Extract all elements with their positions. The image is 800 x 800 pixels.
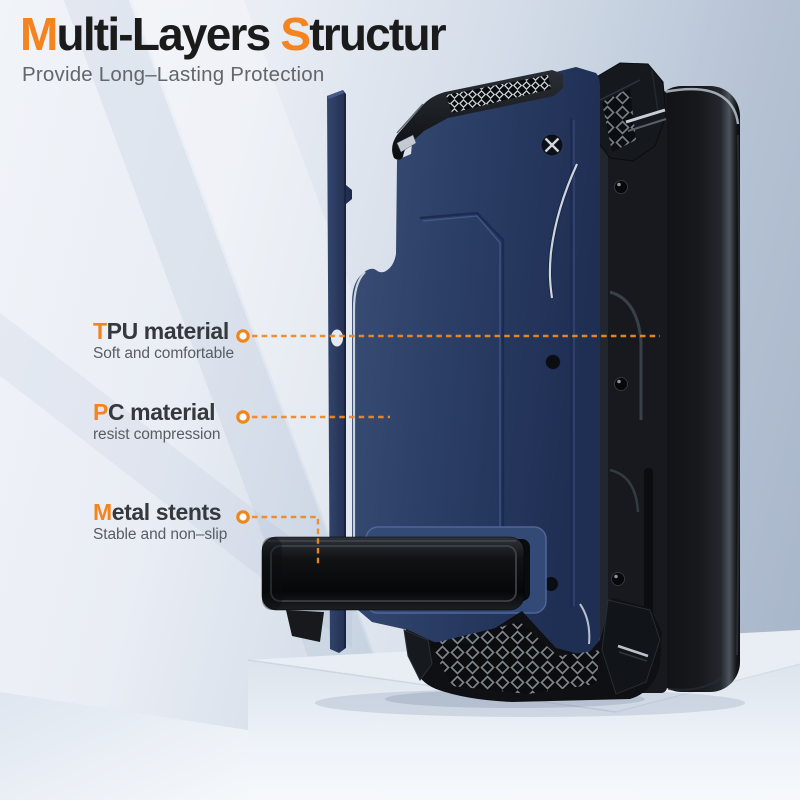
orange-ring-icon — [236, 510, 250, 524]
top-bumper — [392, 70, 563, 160]
callout-label: Metal stents — [93, 499, 222, 525]
callout-label: TPU material — [93, 318, 229, 344]
corner-guard-bottom-right — [601, 599, 661, 695]
x-screw-icon — [540, 133, 564, 157]
metal-kickstand — [261, 536, 525, 611]
callout-label: PC material — [93, 399, 216, 425]
callout-description: Stable and non–slip — [93, 525, 228, 543]
orange-ring-icon — [236, 329, 250, 343]
vent-mesh-top — [446, 75, 551, 113]
bottom-bumper — [403, 598, 662, 702]
tpu-strap-hole — [331, 329, 343, 347]
callout-tpu-material: TPU material Soft and comfortable — [93, 319, 293, 363]
callout-lines — [252, 334, 660, 566]
title-accent-letter: S — [280, 8, 311, 60]
case-screw-hole — [544, 577, 558, 591]
orange-ring-icon — [236, 410, 250, 424]
inner-black-frame — [600, 90, 667, 693]
page-title: Multi-Layers Structur — [20, 8, 447, 60]
vent-mesh-bottom — [430, 622, 600, 694]
page-subtitle: Provide Long–Lasting Protection — [22, 62, 325, 86]
callout-description: resist compression — [93, 425, 221, 443]
corner-guard-top-right — [593, 62, 667, 162]
metal-clip — [396, 134, 417, 153]
callout-metal-stents: Metal stents Stable and non–slip — [93, 500, 293, 544]
callout-description: Soft and comfortable — [93, 344, 235, 362]
stand-hinge-tab — [286, 610, 324, 642]
callout-markers — [236, 329, 250, 524]
case-port-hole — [545, 354, 561, 370]
title-accent-letter: M — [20, 8, 58, 60]
phone — [652, 86, 741, 692]
corner-guard-bottom-left — [403, 629, 433, 681]
callout-line-metal — [252, 515, 320, 566]
callout-pc-material: PC material resist compression — [93, 400, 293, 444]
header: Multi-Layers Structur Provide Long–Lasti… — [20, 8, 447, 87]
screw-stud-icon — [611, 180, 628, 586]
floor — [0, 692, 248, 800]
